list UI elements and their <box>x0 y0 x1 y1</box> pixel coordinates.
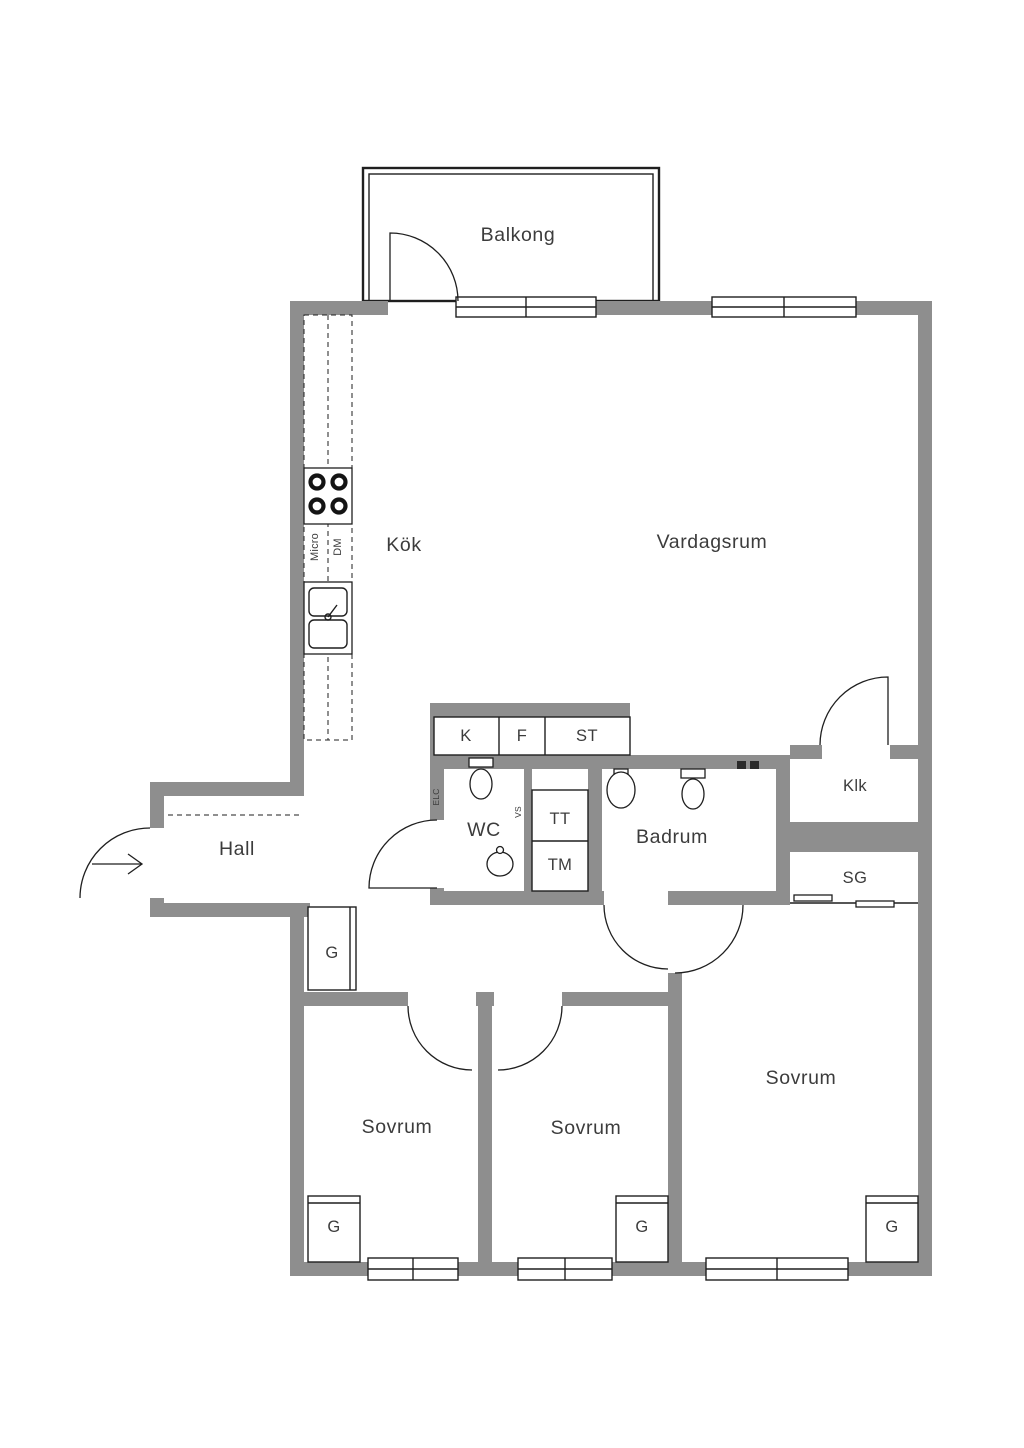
wc-basin-faucet-icon <box>495 845 505 855</box>
label-wardrobe-hall: G <box>325 944 338 962</box>
faucet-handle-icon <box>327 604 338 618</box>
balcony-door-arc <box>389 232 459 302</box>
room-label-bedroom-middle: Sovrum <box>551 1117 622 1139</box>
room-label-bedroom-left: Sovrum <box>362 1116 433 1138</box>
bathroom-toilet-bowl-icon <box>681 778 705 810</box>
wc-door-arc <box>368 819 438 889</box>
wardrobe-bedroom-right <box>865 1195 919 1263</box>
label-wardrobe-bedroom-left: G <box>327 1218 340 1236</box>
room-label-living-room: Vardagsrum <box>657 531 768 553</box>
window-top-right-mullion <box>712 297 856 317</box>
label-washing-machine: TM <box>548 856 573 874</box>
label-freezer: F <box>517 727 527 745</box>
label-tumble-dryer: TT <box>550 810 571 828</box>
wc-basin-icon <box>486 851 514 877</box>
bathroom-toilet-tank-icon <box>680 768 706 779</box>
label-cleaning-closet: ST <box>576 727 598 745</box>
sliding-door-panel-icon <box>855 900 895 908</box>
cabinet-row-kfst <box>433 716 631 756</box>
wardrobe-bedroom-left <box>307 1195 361 1263</box>
wc-toilet-bowl-icon <box>469 768 493 800</box>
window-bedroom-right-mullion <box>706 1258 848 1280</box>
label-wardrobe-bedroom-right: G <box>885 1218 898 1236</box>
bathroom-wall-fitting-icon <box>737 761 746 769</box>
room-label-balcony: Balkong <box>481 224 556 246</box>
sliding-door-panel-icon <box>793 894 833 902</box>
entry-door-arc <box>79 827 151 899</box>
label-microwave: Micro <box>309 533 321 561</box>
bedroom-middle-door-arc <box>497 1005 563 1071</box>
walls <box>150 301 932 1276</box>
stove-burner-icon <box>308 497 326 515</box>
klk-door-arc <box>819 676 889 746</box>
doors <box>79 232 889 1071</box>
kitchen-fixtures <box>303 314 353 741</box>
room-label-bathroom: Badrum <box>636 826 708 848</box>
bathroom-fixtures <box>606 761 759 810</box>
labels: Balkong Kök Vardagsrum Hall WC Badrum So… <box>219 224 898 1236</box>
room-label-kitchen: Kök <box>386 534 421 556</box>
closets <box>307 716 919 1263</box>
label-wardrobe-bedroom-middle: G <box>635 1218 648 1236</box>
room-label-wc: WC <box>467 819 501 841</box>
stove-burner-icon <box>330 497 348 515</box>
bathroom-wall-fitting-icon <box>750 761 759 769</box>
bedroom-left-door-arc <box>407 1005 473 1071</box>
wardrobe-hall <box>307 906 357 991</box>
wardrobe-bedroom-middle <box>615 1195 669 1263</box>
cabinet-row-dividers <box>498 717 546 755</box>
window-top-left-mullion <box>456 297 596 317</box>
wc-fixtures <box>468 757 514 877</box>
label-dishwasher: DM <box>332 538 344 556</box>
kitchen-sink <box>303 581 353 655</box>
faucet-icon <box>324 613 332 621</box>
stove-burner-icon <box>330 473 348 491</box>
window-bedroom-middle-mullion <box>518 1258 612 1280</box>
label-fridge: K <box>460 727 471 745</box>
room-label-hall: Hall <box>219 838 255 860</box>
bathroom-basin-icon <box>606 771 636 809</box>
label-electrical-cabinet: ELC <box>431 788 441 805</box>
label-klk: Klk <box>843 777 867 795</box>
windows <box>367 296 857 1281</box>
stove-burner-icon <box>308 473 326 491</box>
bathroom-door-arc <box>603 904 669 970</box>
entry-arrow-icon <box>92 853 144 875</box>
bedroom-right-door-arc <box>674 904 744 974</box>
label-water-shaft: VS <box>513 806 523 818</box>
window-bedroom-left-mullion <box>368 1258 458 1280</box>
label-sg: SG <box>843 869 868 887</box>
wc-toilet-tank-icon <box>468 757 494 768</box>
room-label-bedroom-right: Sovrum <box>766 1067 837 1089</box>
